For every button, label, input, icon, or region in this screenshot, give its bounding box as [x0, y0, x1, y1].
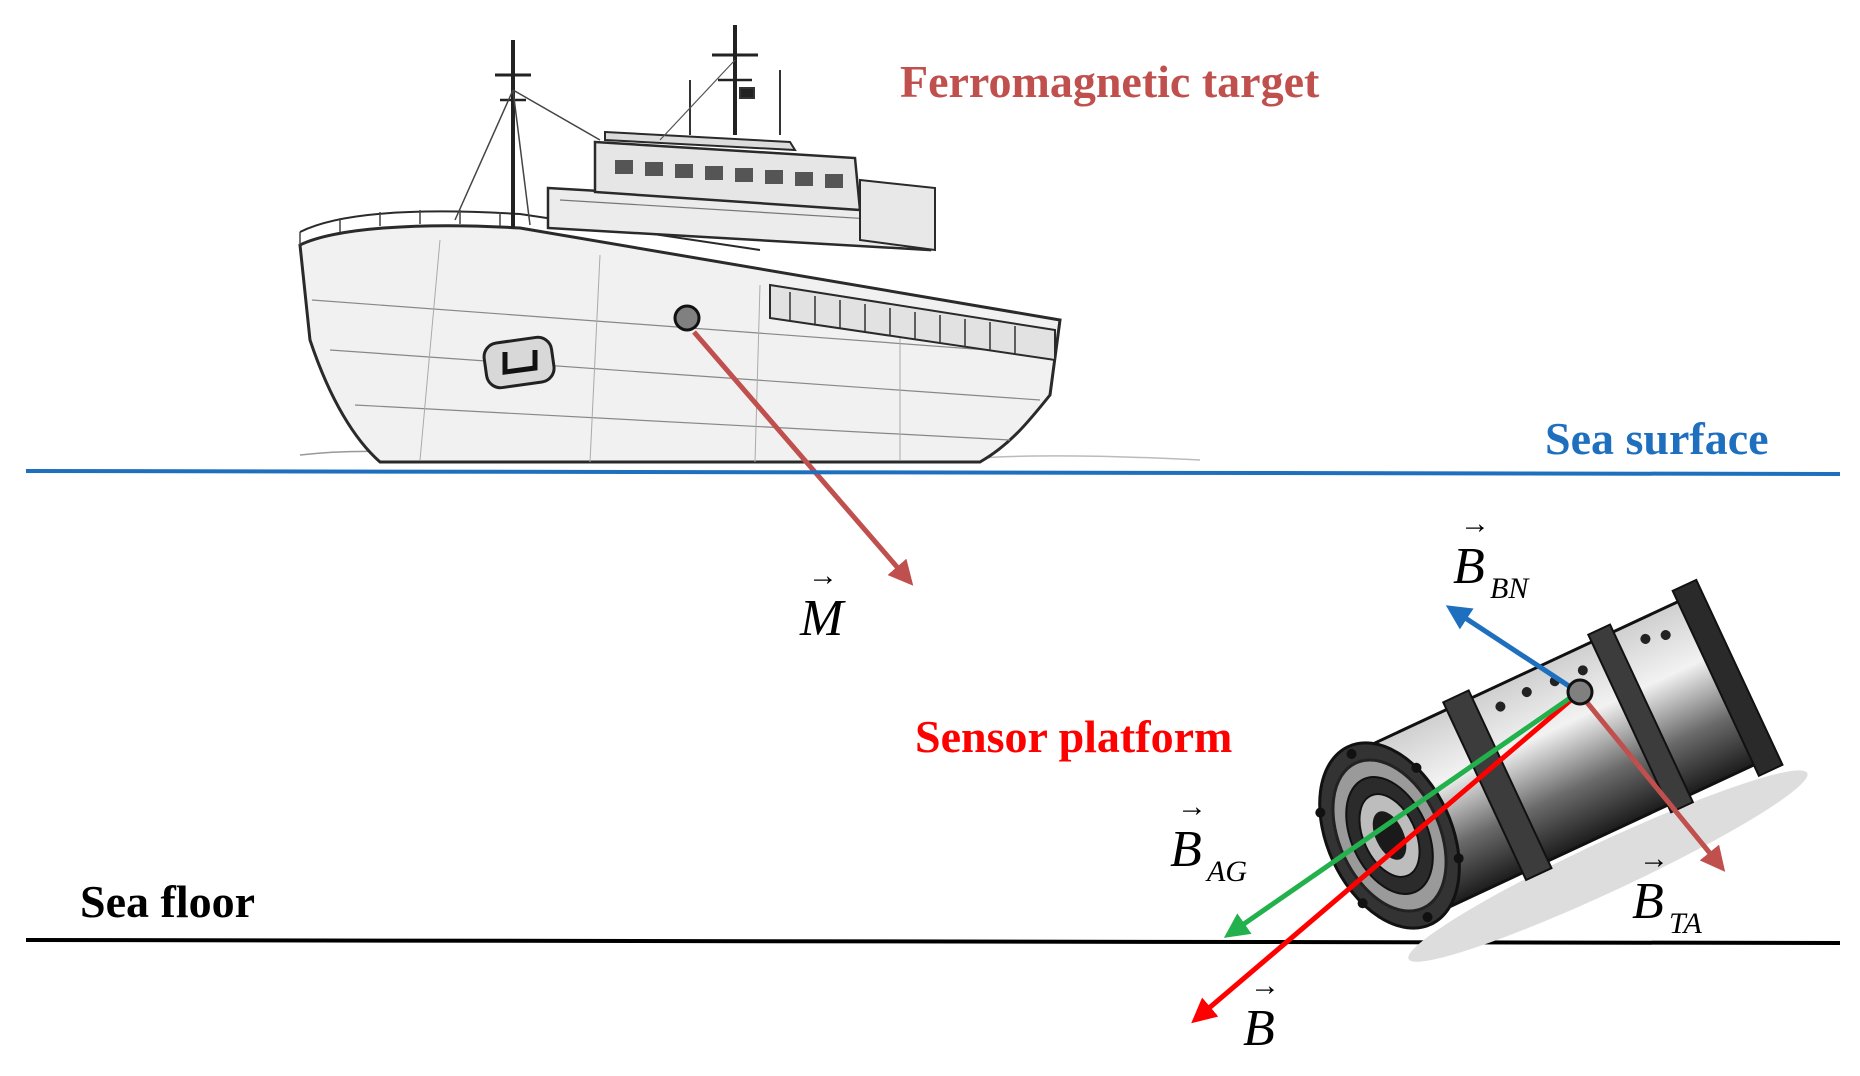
B-BN-vector-label: B BN → — [1453, 507, 1530, 605]
svg-text:M: M — [799, 590, 846, 647]
svg-text:B: B — [1170, 821, 1202, 878]
svg-text:→: → — [1460, 507, 1490, 540]
target-moment-origin — [673, 304, 701, 332]
svg-text:→: → — [1639, 842, 1669, 875]
B-TA-vector-label: B TA → — [1632, 842, 1702, 940]
svg-text:TA: TA — [1669, 907, 1702, 940]
sensor-measurement-point — [1566, 678, 1594, 706]
ferromagnetic-target-label: Ferromagnetic target — [900, 56, 1320, 107]
B-BN-vector-arrow — [1445, 605, 1577, 693]
M-vector-label: M → — [799, 559, 846, 647]
svg-text:→: → — [808, 559, 838, 592]
svg-text:B: B — [1243, 1000, 1275, 1057]
svg-text:AG: AG — [1205, 855, 1247, 888]
sea-floor-label: Sea floor — [80, 876, 255, 927]
B-AG-vector-label: B AG → — [1170, 790, 1247, 888]
B-vector-arrow — [1191, 692, 1580, 1024]
svg-text:→: → — [1250, 969, 1280, 1002]
sensor-platform-label: Sensor platform — [915, 711, 1232, 762]
svg-text:B: B — [1632, 873, 1664, 930]
svg-text:B: B — [1453, 538, 1485, 595]
svg-text:BN: BN — [1490, 572, 1530, 605]
svg-text:→: → — [1177, 790, 1207, 823]
ship-illustration — [298, 25, 1201, 464]
B-AG-vector-arrow — [1223, 695, 1572, 938]
B-TA-vector-arrow — [1583, 698, 1726, 872]
cylindrical-sensor-illustration — [1315, 578, 1808, 962]
sea-floor-line — [25, 938, 1841, 945]
B-vector-label: B → — [1243, 969, 1280, 1057]
sea-surface-line — [25, 469, 1841, 476]
M-vector-arrow — [692, 330, 914, 586]
sea-surface-label: Sea surface — [1545, 413, 1769, 464]
